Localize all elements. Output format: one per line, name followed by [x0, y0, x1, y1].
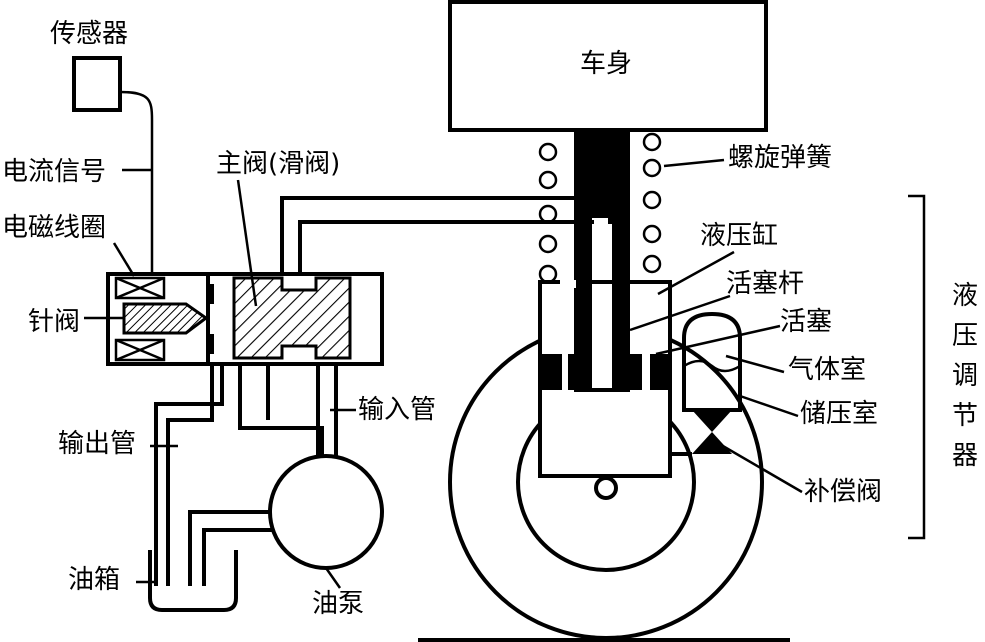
car-body-label: 车身 — [580, 49, 632, 79]
gas-chamber-label: 气体室 — [788, 355, 866, 385]
piston-label: 活塞 — [780, 307, 832, 337]
oil-pump-label: 油泵 — [312, 589, 364, 619]
oil-tank — [148, 550, 238, 612]
main-valve-body — [206, 272, 384, 366]
needle-valve-label: 针阀 — [28, 307, 80, 337]
accumulator — [682, 311, 742, 412]
piston-rod-label: 活塞杆 — [726, 269, 804, 299]
svg-text:调: 调 — [952, 361, 978, 391]
coil-bottom — [114, 338, 166, 362]
regulator-bracket — [908, 194, 926, 540]
wheel-hub — [594, 476, 618, 500]
output-pipe-label: 输出管 — [58, 429, 136, 459]
coil-spring — [538, 132, 662, 284]
accumulator-label: 储压室 — [800, 399, 878, 429]
hydraulic-cylinder-label: 液压缸 — [700, 221, 778, 251]
oil-pump — [268, 454, 384, 570]
regulator-label: 液 压 调 节 器 — [952, 281, 978, 471]
coil-top — [114, 276, 166, 300]
svg-text:液: 液 — [952, 281, 978, 311]
solenoid-coil-label: 电磁线圈 — [2, 213, 106, 243]
main-valve-label: 主阀(滑阀) — [216, 149, 340, 179]
compensation-valve-label: 补偿阀 — [804, 477, 882, 507]
piston-rod — [574, 130, 630, 218]
coil-spring-label: 螺旋弹簧 — [728, 143, 832, 173]
input-pipe-label: 输入管 — [358, 395, 436, 425]
sensor-box — [72, 56, 122, 112]
needle-valve — [122, 302, 209, 335]
current-signal-label: 电流信号 — [2, 157, 106, 187]
sensor-label: 传感器 — [50, 19, 128, 49]
svg-text:节: 节 — [952, 401, 978, 431]
spool — [232, 276, 352, 360]
svg-text:压: 压 — [952, 321, 978, 351]
oil-tank-label: 油箱 — [68, 565, 120, 595]
sensor-wire — [119, 90, 154, 274]
svg-text:器: 器 — [952, 441, 978, 471]
